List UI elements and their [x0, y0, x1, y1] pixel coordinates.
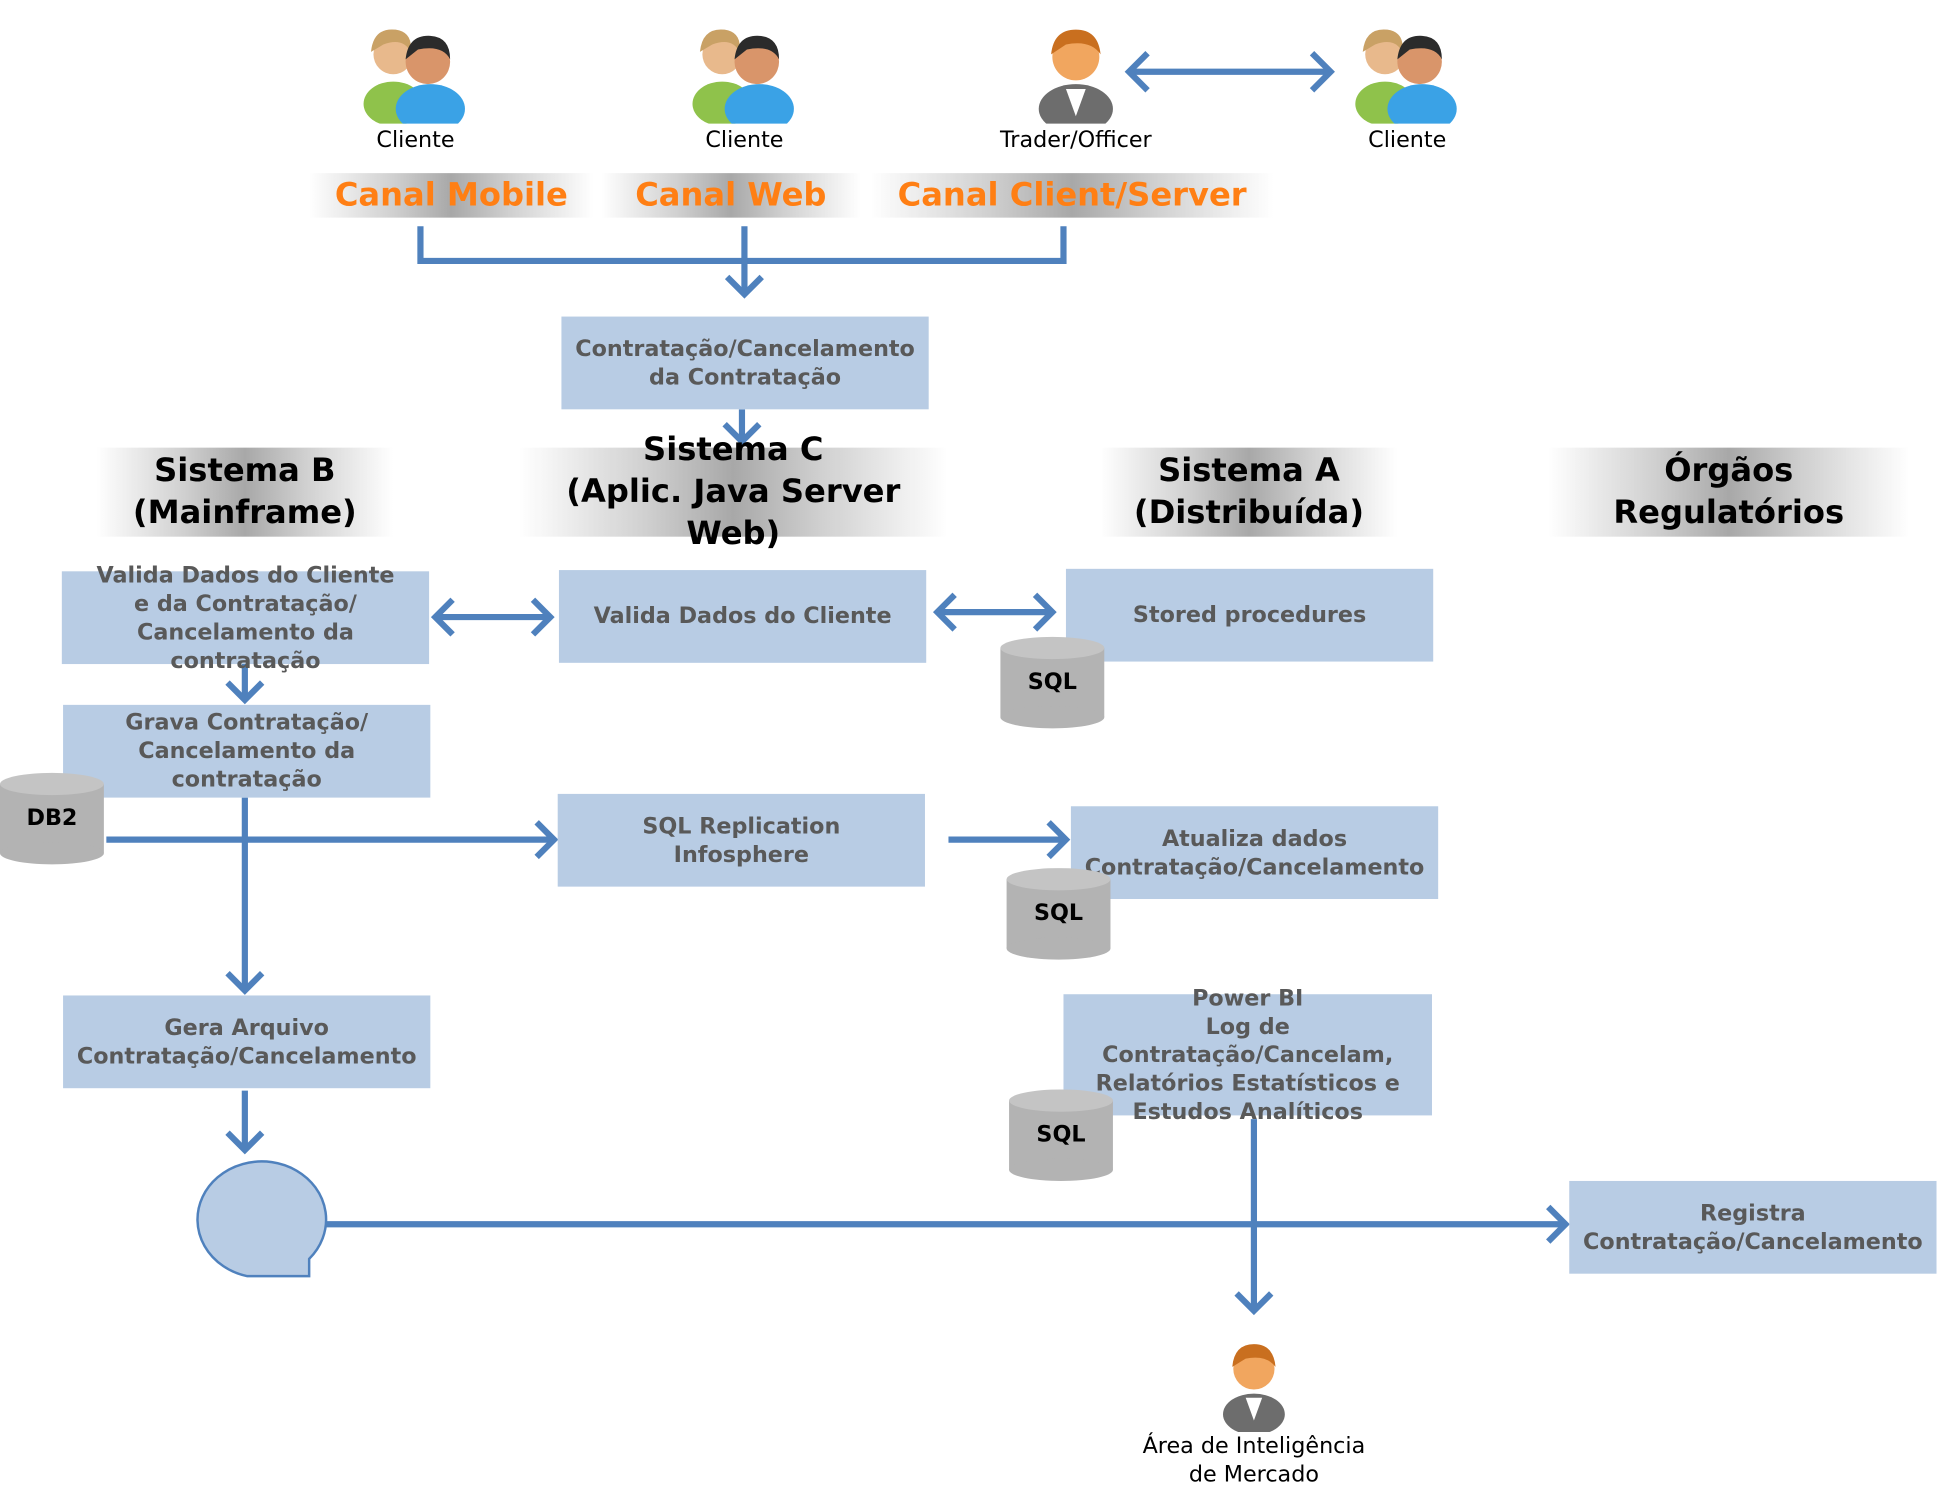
db-label: DB2 [26, 805, 78, 831]
powerbi-to-intel-arrowhead [1234, 1291, 1274, 1316]
valida-b-c-arrowhead-left [430, 597, 455, 637]
valida-c-stored-arrowhead-left [932, 592, 957, 632]
contratacao-arrowhead [722, 421, 762, 446]
user-icon [1223, 1344, 1285, 1432]
channel-web: Canal Web [600, 173, 861, 218]
actor-mobile-client: Cliente [329, 17, 502, 154]
trader-client-arrowhead-left [1124, 50, 1150, 93]
gera-to-file-arrowhead [225, 1130, 265, 1155]
sql-database-icon: SQL [1000, 636, 1105, 729]
file-to-registra-arrowhead [1546, 1204, 1570, 1244]
registra-contratacao-box: Registra Contratação/Cancelamento [1569, 1180, 1937, 1274]
user-pair-icon [692, 29, 794, 124]
channel-mobile: Canal Mobile [309, 173, 594, 218]
stored-procedures-box: Stored procedures [1065, 568, 1434, 662]
grava-contratacao-box: Grava Contratação/ Cancelamento da contr… [63, 704, 431, 798]
actor-market-intel: Área de Inteligência de Mercado [1118, 1331, 1390, 1489]
trader-client-arrowhead-right [1309, 50, 1335, 93]
orgaos-regulatorios-heading: Órgãos Regulatórios [1548, 447, 1910, 537]
db-label: SQL [1036, 1121, 1086, 1148]
channel-arrowhead [724, 274, 764, 299]
file-storage-shape [196, 1160, 328, 1278]
sql-database-icon: SQL [1006, 868, 1111, 960]
sql-replication-box: SQL Replication Infosphere [557, 793, 925, 887]
user-pair-icon [363, 29, 465, 124]
db-label: SQL [1033, 900, 1084, 927]
valida-b-c-arrowhead-right [530, 597, 555, 637]
sistema-c-heading: Sistema C (Aplic. Java Server Web) [519, 432, 948, 553]
actor-label: Área de Inteligência de Mercado [1142, 1433, 1366, 1488]
power-bi-box: Power BI Log de Contratação/Cancelam, Re… [1063, 985, 1432, 1125]
valida-dados-sistema-b-box: Valida Dados do Cliente e da Contratação… [61, 562, 430, 673]
valida-to-grava-arrowhead [225, 680, 265, 705]
replication-to-atualiza-arrowhead [1046, 820, 1071, 860]
actor-label: Cliente [376, 127, 455, 154]
sql-database-icon: SQL [1009, 1089, 1113, 1181]
user-icon [1038, 29, 1113, 124]
actor-remote-client: Cliente [1321, 17, 1494, 154]
sistema-a-heading: Sistema A (Distribuída) [1100, 447, 1398, 537]
db-label: SQL [1027, 669, 1077, 695]
user-pair-icon [1355, 29, 1457, 124]
gera-arquivo-box: Gera Arquivo Contratação/Cancelamento [63, 995, 431, 1089]
actor-label: Cliente [705, 127, 784, 154]
actor-trader: Trader/Officer [989, 17, 1162, 154]
valida-dados-sistema-c-box: Valida Dados do Cliente [558, 570, 927, 663]
atualiza-dados-box: Atualiza dados Contratação/Cancelamento [1070, 806, 1439, 900]
grava-to-gera-arrowhead [225, 971, 265, 995]
actor-label: Cliente [1368, 127, 1447, 154]
db2-database-icon: DB2 [0, 772, 104, 865]
actor-label: Trader/Officer [999, 127, 1152, 154]
sistema-b-heading: Sistema B (Mainframe) [96, 447, 394, 537]
channel-client-server: Canal Client/Server [870, 173, 1274, 218]
contratacao-box: Contratação/Cancelamento da Contratação [561, 316, 929, 410]
valida-c-stored-arrowhead-right [1032, 592, 1057, 632]
actor-web-client: Cliente [658, 17, 831, 154]
db2-to-replication-arrowhead [534, 820, 559, 860]
